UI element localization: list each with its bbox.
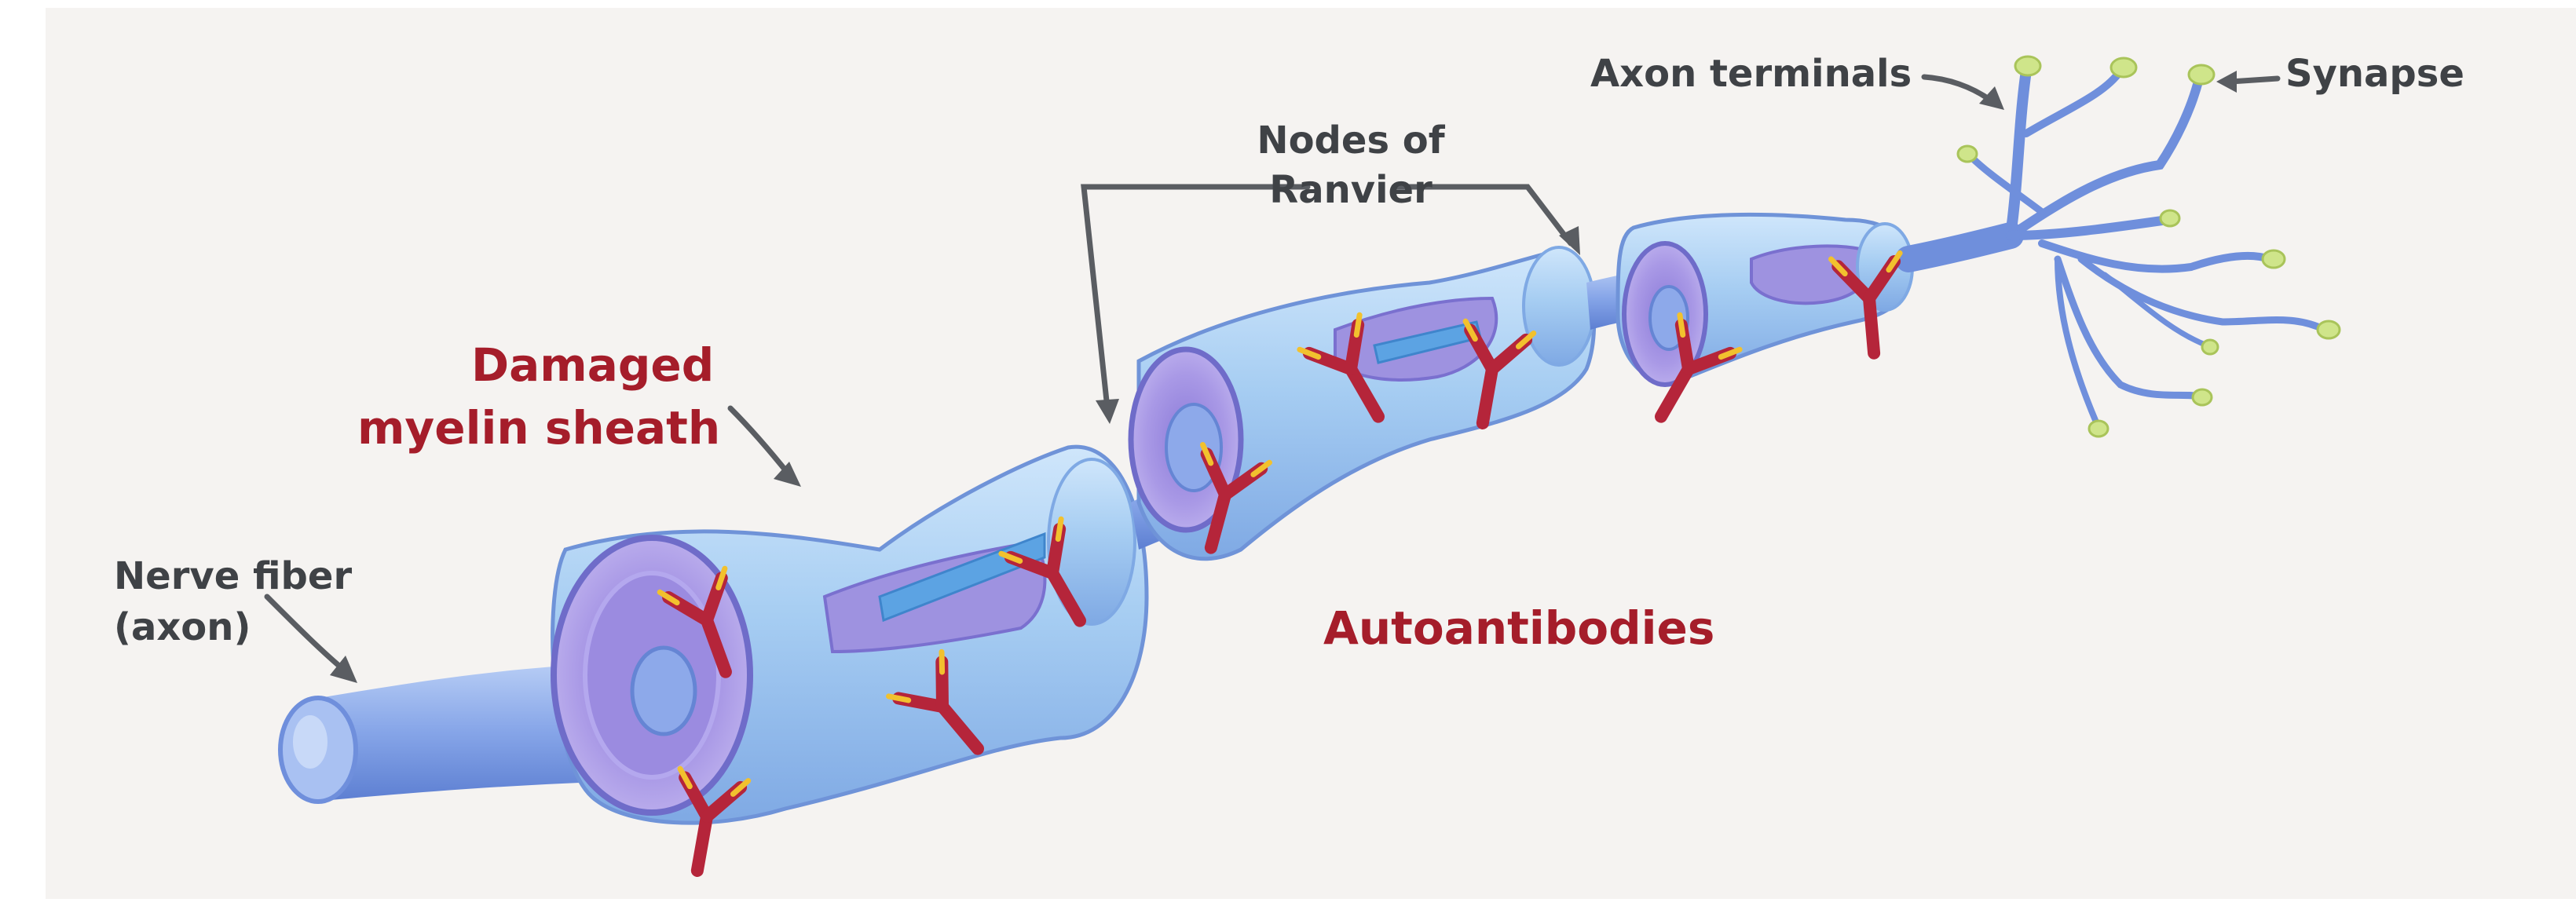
label-nerve-fiber: Nerve fiber: [114, 554, 352, 598]
arrow-synapse: [2230, 79, 2278, 82]
label-axon: (axon): [114, 605, 251, 649]
label-nodes-of: Nodes of: [1257, 119, 1445, 163]
label-axon-terminals: Axon terminals: [1590, 52, 1912, 96]
label-ranvier: Ranvier: [1269, 168, 1433, 212]
label-autoantibodies: Autoantibodies: [1323, 601, 1714, 655]
label-synapse: Synapse: [2285, 52, 2464, 96]
label-damaged: Damaged: [471, 338, 714, 392]
label-myelin-sheath: myelin sheath: [357, 401, 720, 455]
